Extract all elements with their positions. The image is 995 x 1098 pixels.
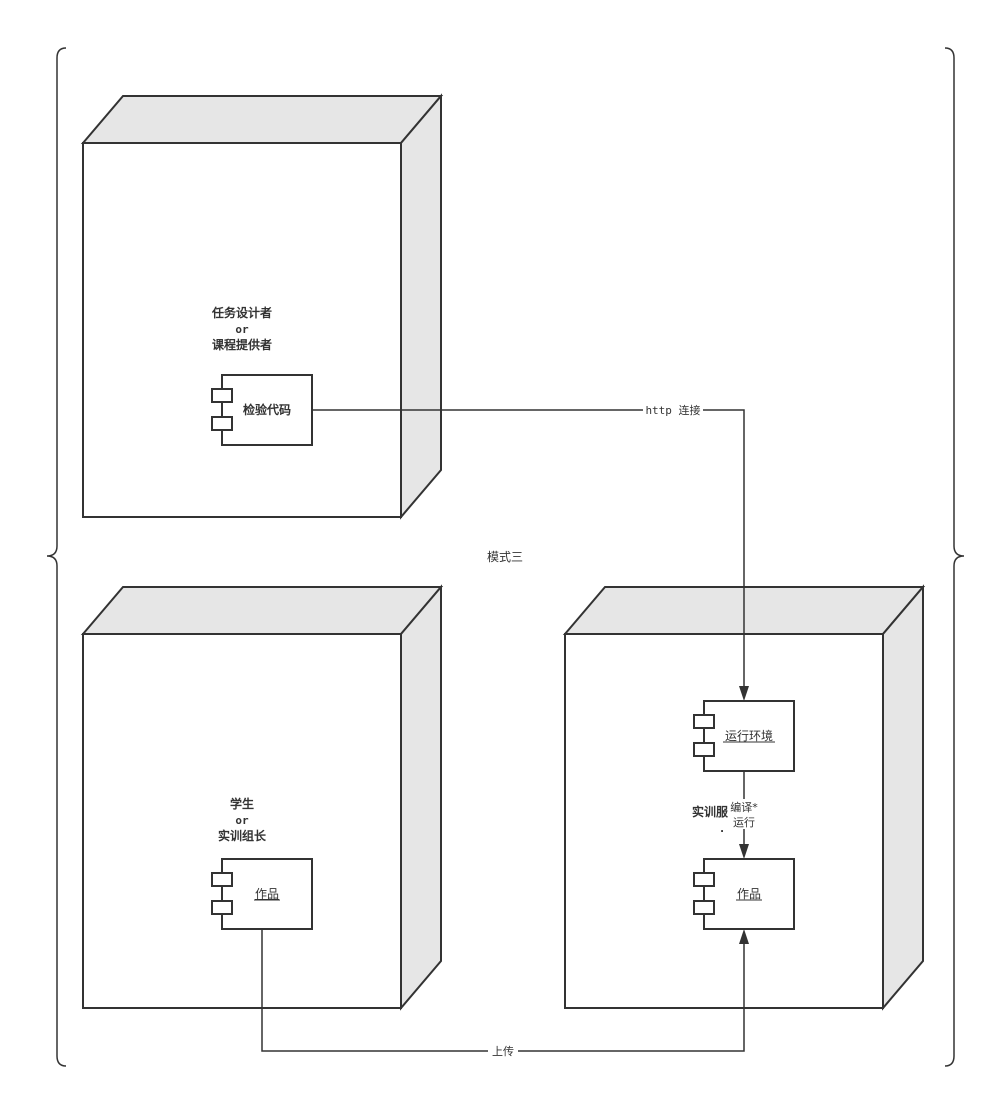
node-designer-title-line3: 课程提供者 bbox=[212, 337, 272, 352]
edge-compile-label-line2: 运行 bbox=[733, 816, 755, 829]
component-server-work[interactable]: 作品 bbox=[693, 858, 795, 930]
edge-http-arrowhead bbox=[739, 686, 749, 701]
component-student-work[interactable]: 作品 bbox=[211, 858, 313, 930]
node-student-front-face bbox=[82, 633, 402, 1009]
component-check-code[interactable]: 检验代码 bbox=[211, 374, 313, 446]
node-server-front-face bbox=[564, 633, 884, 1009]
component-runtime-env-box bbox=[703, 700, 795, 772]
component-port-icon bbox=[211, 872, 233, 887]
edge-upload-label-bg bbox=[488, 1043, 518, 1058]
node-designer-side-face bbox=[400, 93, 442, 520]
component-port-icon bbox=[211, 416, 233, 431]
edge-upload-label: 上传 bbox=[492, 1045, 514, 1058]
frame: 模式三 bbox=[46, 47, 965, 1067]
node-server: 实训服 . 运行环境 作品 bbox=[562, 584, 926, 1011]
node-student: 学生 or 实训组长 作品 bbox=[80, 584, 444, 1011]
component-port-icon bbox=[693, 872, 715, 887]
node-designer-top-face bbox=[80, 95, 444, 144]
node-server-title-line2: . bbox=[719, 822, 726, 835]
component-port-icon bbox=[211, 388, 233, 403]
edge-compile-arrowhead bbox=[739, 844, 749, 859]
component-server-work-label: 作品 bbox=[737, 887, 761, 901]
node-student-title-line3: 实训组长 bbox=[218, 828, 267, 843]
edge-upload-arrowhead bbox=[739, 929, 749, 944]
node-student-top-face bbox=[80, 586, 444, 635]
edge-compile: 编译* 运行 bbox=[728, 771, 760, 859]
edge-http-label: http 连接 bbox=[645, 404, 700, 417]
component-student-work-box bbox=[221, 858, 313, 930]
component-check-code-label: 检验代码 bbox=[243, 402, 291, 417]
node-server-side-face bbox=[882, 584, 924, 1011]
component-port-icon bbox=[693, 900, 715, 915]
component-runtime-env-label: 运行环境 bbox=[725, 728, 773, 743]
node-student-title-line1: 学生 bbox=[230, 796, 254, 811]
right-brace bbox=[944, 47, 965, 1067]
edge-http: http 连接 bbox=[312, 402, 749, 701]
component-port-icon bbox=[211, 900, 233, 915]
frame-label: 模式三 bbox=[487, 550, 523, 564]
node-designer-front-face bbox=[82, 142, 402, 518]
edge-compile-label-line1: 编译* bbox=[730, 800, 758, 814]
component-port-icon bbox=[693, 714, 715, 729]
edge-upload: 上传 bbox=[261, 929, 749, 1058]
node-designer: 任务设计者 or 课程提供者 检验代码 bbox=[80, 93, 444, 520]
node-student-title-line2: or bbox=[235, 814, 249, 827]
component-port-icon bbox=[693, 742, 715, 757]
node-student-side-face bbox=[400, 584, 442, 1011]
edge-http-line bbox=[312, 409, 745, 688]
component-check-code-box bbox=[221, 374, 313, 446]
component-runtime-env[interactable]: 运行环境 bbox=[693, 700, 795, 772]
node-designer-title-line2: or bbox=[235, 323, 249, 336]
edge-compile-label-bg bbox=[728, 799, 760, 829]
edge-http-label-bg bbox=[643, 402, 703, 417]
node-designer-title-line1: 任务设计者 bbox=[211, 305, 272, 320]
node-server-title-line1: 实训服 bbox=[692, 804, 729, 819]
component-server-work-box bbox=[703, 858, 795, 930]
component-student-work-label: 作品 bbox=[255, 887, 279, 901]
left-brace bbox=[46, 47, 67, 1067]
